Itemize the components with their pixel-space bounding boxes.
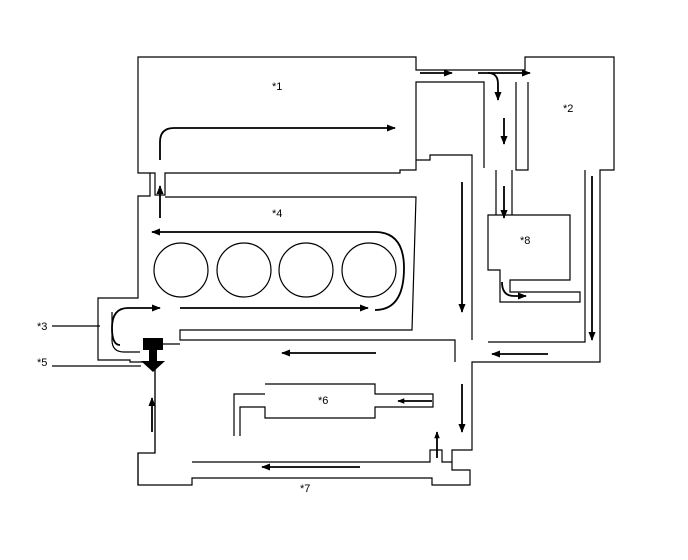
- label-5: *5: [37, 357, 47, 369]
- pump-symbol-stem: [149, 350, 157, 362]
- bypass-component-outline: [487, 214, 581, 303]
- label-2: *2: [563, 103, 573, 115]
- label-4: *4: [272, 208, 282, 220]
- cylinder-head-outline: [97, 56, 615, 486]
- bypass-inner-line: [495, 170, 513, 215]
- pump-housing-line: [111, 312, 140, 353]
- engine-block-outline: [165, 196, 456, 362]
- pump-symbol-head: [143, 338, 163, 350]
- radiator-return-channel: [488, 170, 586, 343]
- flow-arrow-pump-out: [111, 304, 161, 346]
- flow-arrow-bypass-return: [501, 281, 527, 300]
- cylinder-2: [216, 242, 272, 298]
- flow-arrow-head-top: [159, 124, 396, 160]
- flow-arrow-block-left: [151, 228, 405, 311]
- label-3: *3: [37, 321, 47, 333]
- label-7: *7: [300, 483, 310, 495]
- head-upper-channel: [416, 154, 473, 340]
- label-1: *1: [272, 81, 282, 93]
- cylinder-1: [153, 242, 209, 298]
- radiator-outline: [515, 82, 529, 171]
- label-6: *6: [318, 395, 328, 407]
- lower-component-outline: [233, 383, 434, 436]
- pump-symbol-arrow: [141, 361, 165, 372]
- lower-channel-outline: [137, 362, 452, 485]
- cylinder-4: [341, 242, 397, 298]
- label-8: *8: [520, 235, 530, 247]
- flow-arrow-branch-down: [487, 72, 502, 101]
- head-inner-wall: [150, 81, 485, 196]
- cylinder-3: [278, 242, 334, 298]
